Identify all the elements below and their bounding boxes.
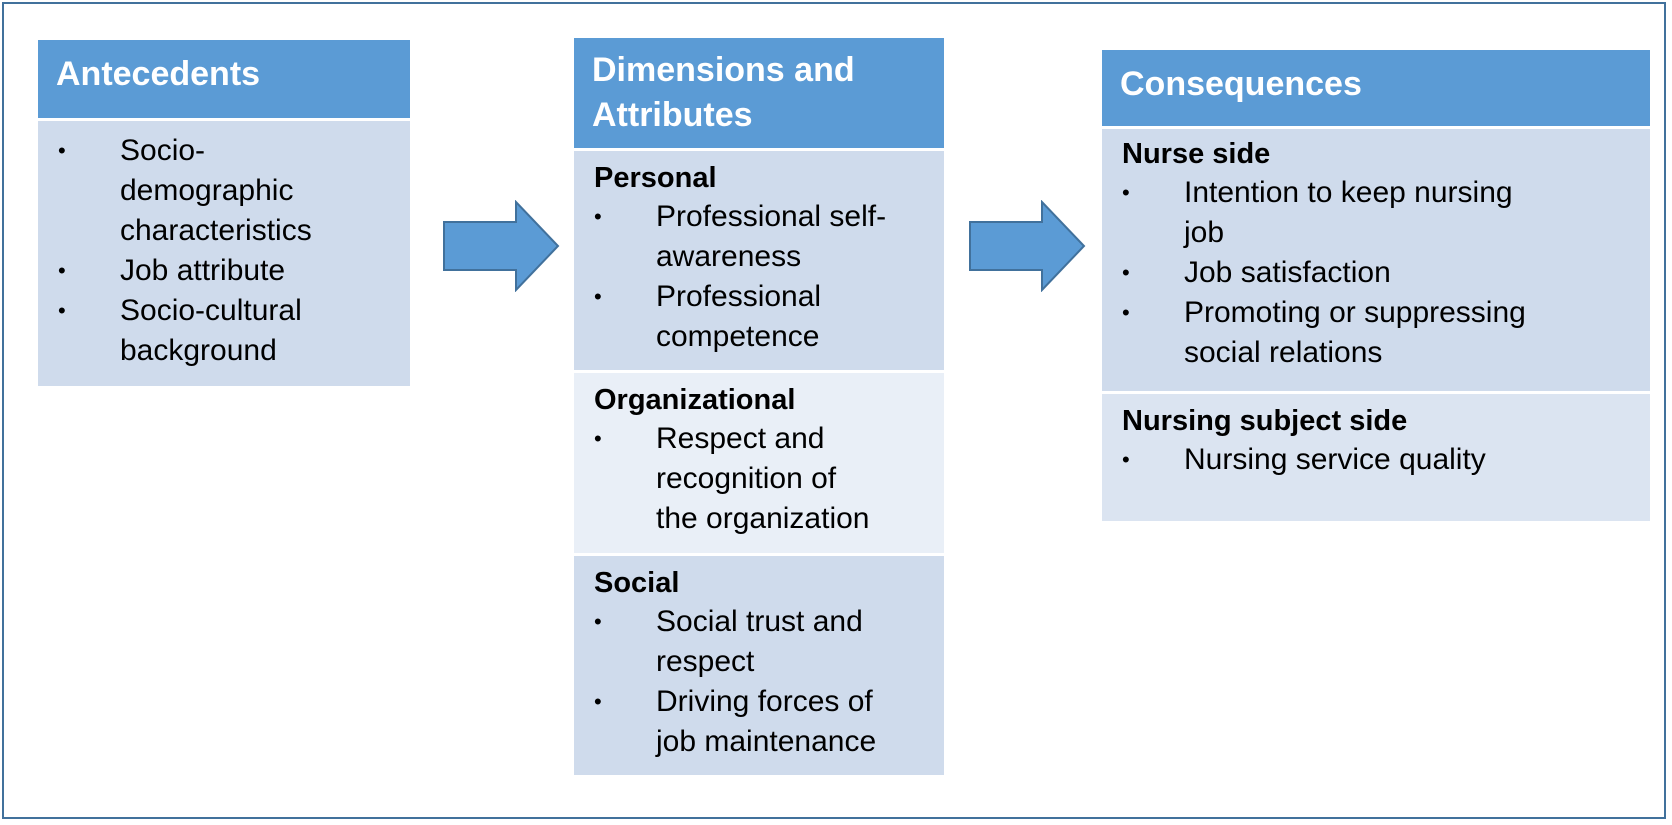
bullet-icon: •	[58, 138, 66, 163]
bullet-icon: •	[594, 284, 602, 309]
list-item: •Social trust and respect	[594, 602, 926, 682]
section-title: Organizational	[594, 384, 796, 416]
organizational-list: •Respect and recognition of the organiza…	[594, 419, 926, 539]
bullet-icon: •	[58, 298, 66, 323]
dimension-section-social: Social •Social trust and respect •Drivin…	[574, 553, 944, 775]
bullet-icon: •	[594, 426, 602, 451]
right-arrow-icon	[969, 200, 1086, 292]
section-title: Nursing subject side	[1122, 405, 1408, 437]
list-item: •Professional competence	[594, 277, 926, 357]
list-item: •Nursing service quality	[1122, 440, 1632, 480]
consequences-column: Consequences Nurse side •Intention to ke…	[1102, 50, 1650, 521]
bullet-icon: •	[594, 609, 602, 634]
consequence-section-nurse-side: Nurse side •Intention to keep nursing jo…	[1102, 126, 1650, 391]
list-item: •Job satisfaction	[1122, 253, 1632, 293]
antecedents-header: Antecedents	[38, 40, 410, 118]
list-item: •Socio- demographic characteristics	[58, 131, 392, 251]
list-item: •Job attribute	[58, 251, 392, 291]
bullet-icon: •	[1122, 447, 1130, 472]
list-item: •Professional self- awareness	[594, 197, 926, 277]
list-item: •Intention to keep nursing job	[1122, 173, 1632, 253]
antecedents-column: Antecedents •Socio- demographic characte…	[38, 40, 410, 386]
dimension-section-personal: Personal •Professional self- awareness •…	[574, 148, 944, 370]
nurse-side-list: •Intention to keep nursing job •Job sati…	[1122, 173, 1632, 373]
dimensions-header: Dimensions and Attributes	[574, 38, 944, 148]
bullet-icon: •	[1122, 300, 1130, 325]
list-item: •Driving forces of job maintenance	[594, 682, 926, 762]
social-list: •Social trust and respect •Driving force…	[594, 602, 926, 762]
consequence-section-nursing-subject-side: Nursing subject side •Nursing service qu…	[1102, 391, 1650, 521]
section-title: Social	[594, 567, 680, 599]
list-item: •Respect and recognition of the organiza…	[594, 419, 926, 539]
dimension-section-organizational: Organizational •Respect and recognition …	[574, 370, 944, 553]
right-arrow-icon	[443, 200, 560, 292]
personal-list: •Professional self- awareness •Professio…	[594, 197, 926, 357]
nursing-subject-side-list: •Nursing service quality	[1122, 440, 1632, 480]
consequences-header: Consequences	[1102, 50, 1650, 126]
antecedents-section: •Socio- demographic characteristics •Job…	[38, 118, 410, 386]
bullet-icon: •	[594, 204, 602, 229]
dimensions-column: Dimensions and Attributes Personal •Prof…	[574, 38, 944, 775]
section-title: Nurse side	[1122, 138, 1271, 170]
antecedents-list: •Socio- demographic characteristics •Job…	[58, 131, 392, 371]
bullet-icon: •	[58, 258, 66, 283]
section-title: Personal	[594, 162, 717, 194]
bullet-icon: •	[594, 689, 602, 714]
list-item: •Socio-cultural background	[58, 291, 392, 371]
list-item: •Promoting or suppressing social relatio…	[1122, 293, 1632, 373]
bullet-icon: •	[1122, 180, 1130, 205]
bullet-icon: •	[1122, 260, 1130, 285]
